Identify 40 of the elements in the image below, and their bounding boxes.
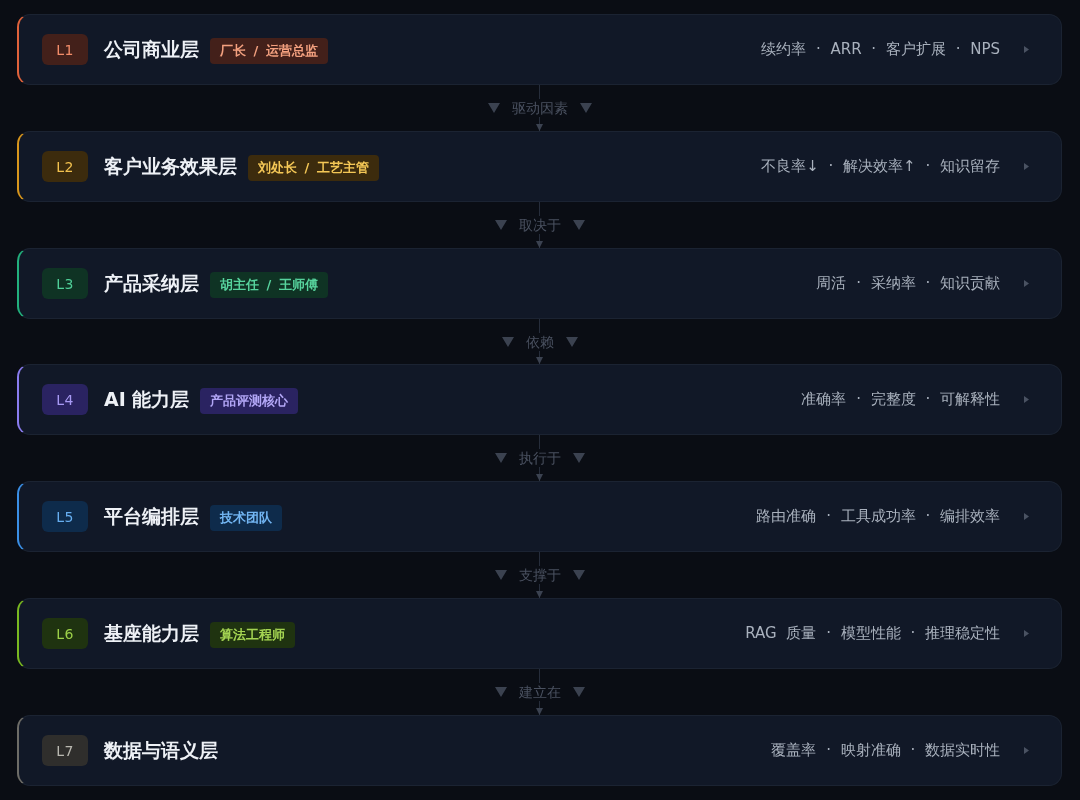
role-tag: 胡主任 / 王师傅 bbox=[210, 272, 328, 298]
layer-card bbox=[17, 131, 1062, 202]
layer-title: 公司商业层 bbox=[104, 36, 199, 62]
layer-card bbox=[17, 364, 1062, 435]
role-tag: 技术团队 bbox=[210, 505, 282, 531]
edge-label: 建立在 bbox=[516, 683, 563, 701]
role-tag: 刘处长 / 工艺主管 bbox=[248, 155, 379, 181]
layer-title: 基座能力层 bbox=[104, 620, 199, 646]
layer-title: 平台编排层 bbox=[104, 503, 199, 529]
edge-label: 取决于 bbox=[516, 216, 563, 234]
role-tag: 产品评测核心 bbox=[200, 388, 299, 414]
metric-list: 续约率 · ARR · 客户扩展 · NPS bbox=[761, 40, 1000, 59]
metric-list: 准确率 · 完整度 · 可解释性 bbox=[801, 390, 1000, 409]
layer-title: 数据与语义层 bbox=[104, 737, 218, 763]
metric-list: 周活 · 采纳率 · 知识贡献 bbox=[816, 274, 1000, 293]
layer-card bbox=[17, 14, 1062, 85]
level-badge: L2 bbox=[42, 151, 88, 182]
layer-card bbox=[17, 481, 1062, 552]
level-badge: L1 bbox=[42, 34, 88, 65]
layer-title: 客户业务效果层 bbox=[104, 153, 237, 179]
metric-list: 不良率↓ · 解决效率↑ · 知识留存 bbox=[761, 157, 1000, 176]
role-tag: 厂长 / 运营总监 bbox=[210, 38, 328, 64]
layer-title: 产品采纳层 bbox=[104, 270, 199, 296]
edge-label: 依赖 bbox=[523, 332, 556, 351]
level-badge: L5 bbox=[42, 501, 88, 532]
level-badge: L4 bbox=[42, 384, 88, 415]
layer-card bbox=[17, 715, 1062, 786]
metric-list: 路由准确 · 工具成功率 · 编排效率 bbox=[756, 507, 1000, 526]
layer-title: AI 能力层 bbox=[104, 386, 190, 412]
role-tag: 算法工程师 bbox=[210, 622, 295, 648]
edge-label: 驱动因素 bbox=[509, 99, 570, 117]
layer-card bbox=[17, 598, 1062, 669]
edge-label: 支撑于 bbox=[516, 566, 563, 584]
edge-label: 执行于 bbox=[516, 449, 563, 467]
layer-card bbox=[17, 248, 1062, 319]
level-badge: L3 bbox=[42, 268, 88, 299]
metric-list: RAG 质量 · 模型性能 · 推理稳定性 bbox=[745, 624, 1000, 643]
level-badge: L7 bbox=[42, 735, 88, 766]
level-badge: L6 bbox=[42, 618, 88, 649]
metric-list: 覆盖率 · 映射准确 · 数据实时性 bbox=[771, 741, 1000, 760]
